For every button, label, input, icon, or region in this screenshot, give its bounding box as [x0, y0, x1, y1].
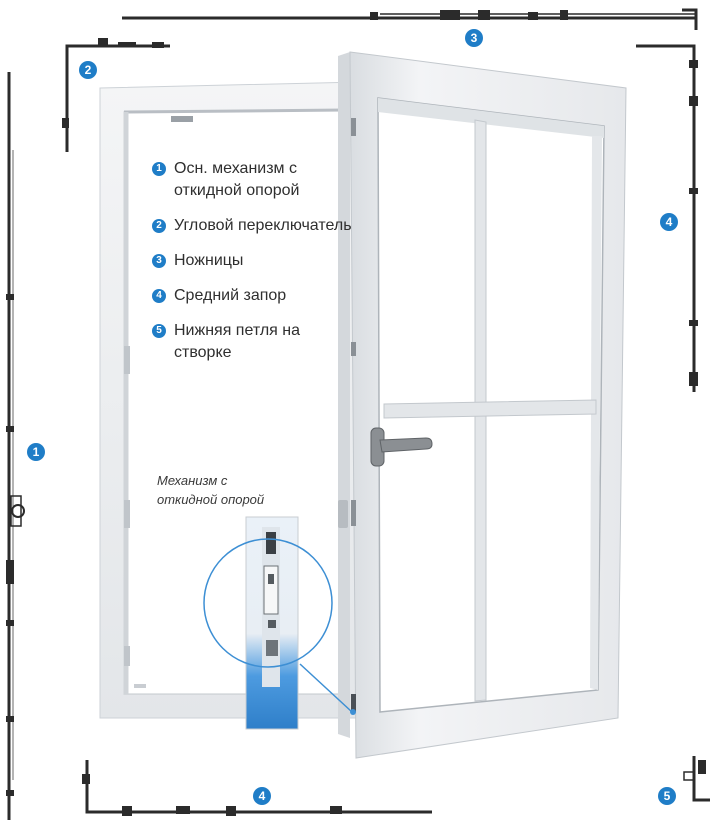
badge-4-bottom-label: 4 [259, 789, 266, 803]
legend: 1 Осн. механизм с откидной опорой 2 Угло… [152, 158, 352, 364]
window-handle [370, 427, 433, 467]
badge-5-label: 5 [664, 789, 671, 803]
badge-2: 2 [79, 61, 97, 79]
legend-item-main-mechanism: 1 Осн. механизм с откидной опорой [152, 158, 352, 202]
legend-item-bottom-hinge: 5 Нижняя петля на створке [152, 320, 352, 364]
legend-item-corner-switch: 2 Угловой переключатель [152, 215, 352, 237]
legend-number-1: 1 [152, 162, 166, 176]
middle-lock-bottom [82, 760, 432, 816]
legend-number-4: 4 [152, 289, 166, 303]
legend-number-3: 3 [152, 254, 166, 268]
legend-label-4: Средний запор [174, 287, 287, 304]
legend-label-3: Ножницы [174, 252, 244, 269]
legend-label-1: Осн. механизм с откидной опорой [174, 160, 300, 199]
badge-2-label: 2 [85, 63, 92, 77]
scissor-stay [122, 8, 698, 30]
zoom-callout [203, 516, 356, 730]
main-tilt-mechanism [6, 72, 25, 820]
sash-bottom-hinge [683, 756, 710, 802]
badge-3: 3 [465, 29, 483, 47]
legend-item-middle-lock: 4 Средний запор [152, 285, 352, 307]
legend-number-2: 2 [152, 219, 166, 233]
badge-4-right: 4 [660, 213, 678, 231]
corner-switch [62, 38, 170, 152]
callout-caption: Механизм с откидной опорой [157, 473, 265, 507]
legend-label-5: Нижняя петля на створке [174, 322, 300, 361]
badge-1: 1 [27, 443, 45, 461]
badge-1-label: 1 [33, 445, 40, 459]
badge-4-right-label: 4 [666, 215, 673, 229]
badge-4-bottom: 4 [253, 787, 271, 805]
legend-item-scissors: 3 Ножницы [152, 250, 352, 272]
badge-3-label: 3 [471, 31, 478, 45]
middle-lock-right [636, 44, 698, 392]
badge-5: 5 [658, 787, 676, 805]
window-sash [338, 51, 627, 759]
legend-number-5: 5 [152, 324, 166, 338]
legend-label-2: Угловой переключатель [174, 217, 352, 234]
